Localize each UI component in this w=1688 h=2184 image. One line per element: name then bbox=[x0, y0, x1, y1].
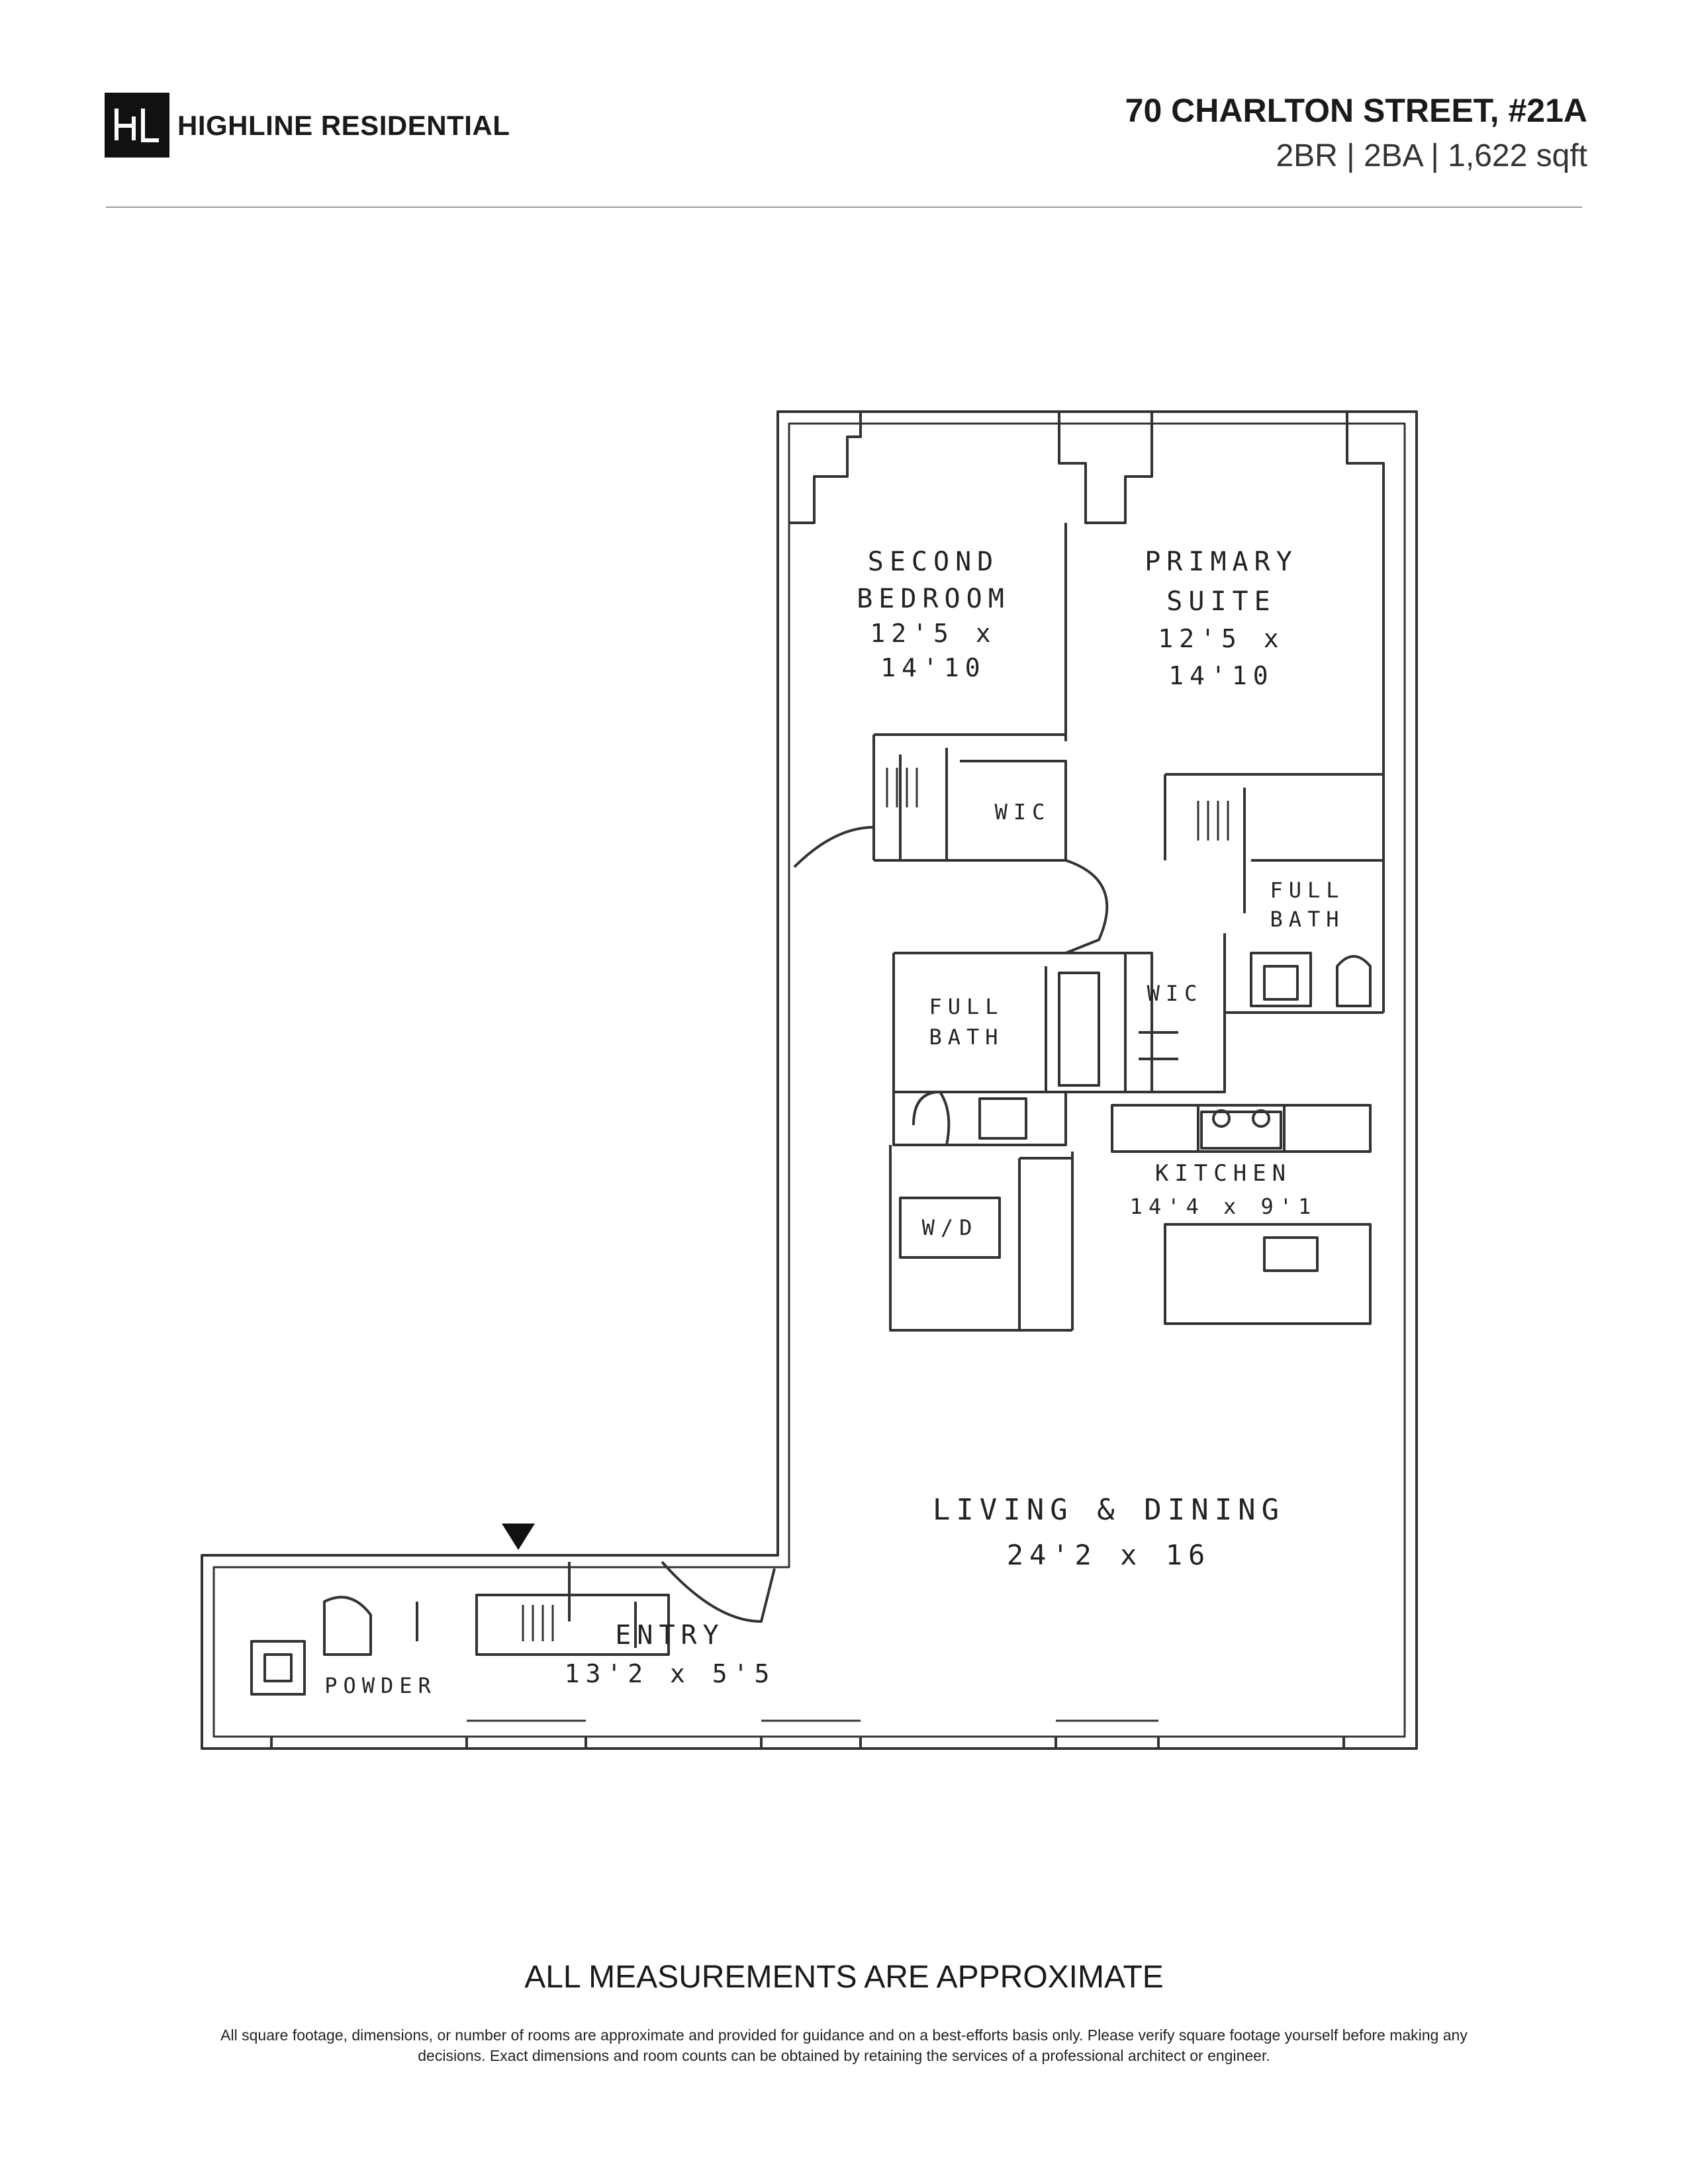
primary-suite-label: PRIMARY bbox=[1145, 547, 1298, 577]
hl-logo-icon bbox=[115, 109, 159, 142]
bedroom-wall bbox=[872, 523, 1067, 860]
second-bedroom-label: SECOND bbox=[868, 547, 1000, 577]
entry-wall bbox=[416, 1562, 670, 1656]
kitchen-dimensions: 14'4 x 9'1 bbox=[1130, 1194, 1317, 1219]
full-bath-label: BATH bbox=[1270, 907, 1344, 932]
entry-door bbox=[661, 1561, 776, 1623]
cooktop bbox=[1200, 1109, 1282, 1150]
disclaimer: All square footage, dimensions, or numbe… bbox=[132, 2025, 1556, 2066]
property-specs: 2BR | 2BA | 1,622 sqft bbox=[1276, 138, 1587, 173]
living-dining-label: LIVING & DINING bbox=[933, 1493, 1285, 1527]
wic-label: WIC bbox=[1147, 981, 1203, 1006]
measurement-note: ALL MEASUREMENTS ARE APPROXIMATE bbox=[524, 1960, 1164, 1995]
full-bath-label: FULL bbox=[1270, 878, 1344, 903]
kitchen-wall bbox=[1018, 1152, 1074, 1330]
header-divider bbox=[106, 206, 1582, 208]
window bbox=[270, 1737, 1345, 1749]
kitchen-counter bbox=[1111, 1104, 1372, 1153]
left-bath bbox=[892, 960, 1067, 1146]
wall-notch bbox=[789, 424, 1385, 774]
second-bedroom-dimensions: 12'5 x bbox=[870, 619, 996, 648]
primary-suite-dimensions: 14'10 bbox=[1168, 661, 1274, 690]
primary-suite-dimensions: 12'5 x bbox=[1158, 624, 1284, 653]
inner-wall bbox=[212, 422, 1406, 1738]
brand-logo bbox=[105, 93, 169, 158]
powder-fixtures bbox=[250, 1596, 372, 1696]
brand-name: HIGHLINE RESIDENTIAL bbox=[177, 110, 510, 141]
second-bedroom-dimensions: 14'10 bbox=[880, 653, 986, 682]
outer-wall bbox=[201, 410, 1418, 1750]
primary-suite-label: SUITE bbox=[1166, 586, 1276, 617]
primary-bath bbox=[1223, 933, 1383, 1014]
closet-rod-marks bbox=[522, 768, 1229, 1641]
second-bedroom-label: BEDROOM bbox=[857, 584, 1010, 614]
center-wic bbox=[1124, 953, 1226, 1093]
disclaimer-line: decisions. Exact dimensions and room cou… bbox=[418, 2047, 1270, 2064]
primary-closet bbox=[1164, 773, 1385, 1013]
door-arc bbox=[793, 826, 1109, 954]
entry-label: ENTRY bbox=[615, 1620, 724, 1651]
kitchen-label: KITCHEN bbox=[1155, 1160, 1291, 1187]
disclaimer-line: All square footage, dimensions, or numbe… bbox=[220, 2026, 1468, 2044]
powder-room-label: POWDER bbox=[324, 1673, 437, 1698]
laundry-wall bbox=[889, 1145, 1072, 1332]
full-bath-label: FULL bbox=[929, 994, 1004, 1019]
entry-marker-icon bbox=[502, 1524, 535, 1550]
laundry-label: W/D bbox=[922, 1215, 978, 1240]
living-dining-dimensions: 24'2 x 16 bbox=[1007, 1539, 1211, 1571]
full-bath-label: BATH bbox=[929, 1024, 1004, 1050]
entry-dimensions: 13'2 x 5'5 bbox=[565, 1659, 776, 1688]
wic-label: WIC bbox=[995, 799, 1051, 825]
kitchen-island bbox=[1164, 1223, 1372, 1325]
property-address: 70 CHARLTON STREET, #21A bbox=[1125, 92, 1587, 129]
window bbox=[859, 412, 1348, 424]
closet-wic bbox=[874, 748, 1067, 862]
